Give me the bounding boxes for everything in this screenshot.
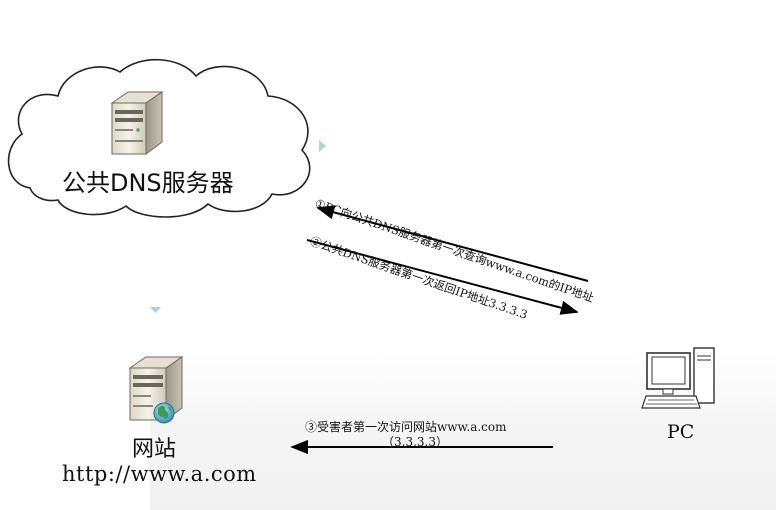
marker-down (150, 307, 161, 313)
pc-label: PC (667, 421, 695, 443)
dns-server-label: 公共DNS服务器 (62, 169, 234, 197)
arrow-query (316, 205, 589, 282)
arrow-response (306, 239, 579, 315)
step3-ip-label: （3.3.3.3） (382, 435, 448, 449)
pc-icon (641, 347, 715, 409)
website-label: 网站 (132, 437, 177, 462)
website-url: http://www.a.com (62, 462, 257, 486)
marker-right (319, 140, 326, 152)
step3-label: ③受害者第一次访问网站www.a.com (305, 420, 507, 434)
globe-icon (153, 402, 175, 424)
dns-server-icon (110, 91, 164, 155)
